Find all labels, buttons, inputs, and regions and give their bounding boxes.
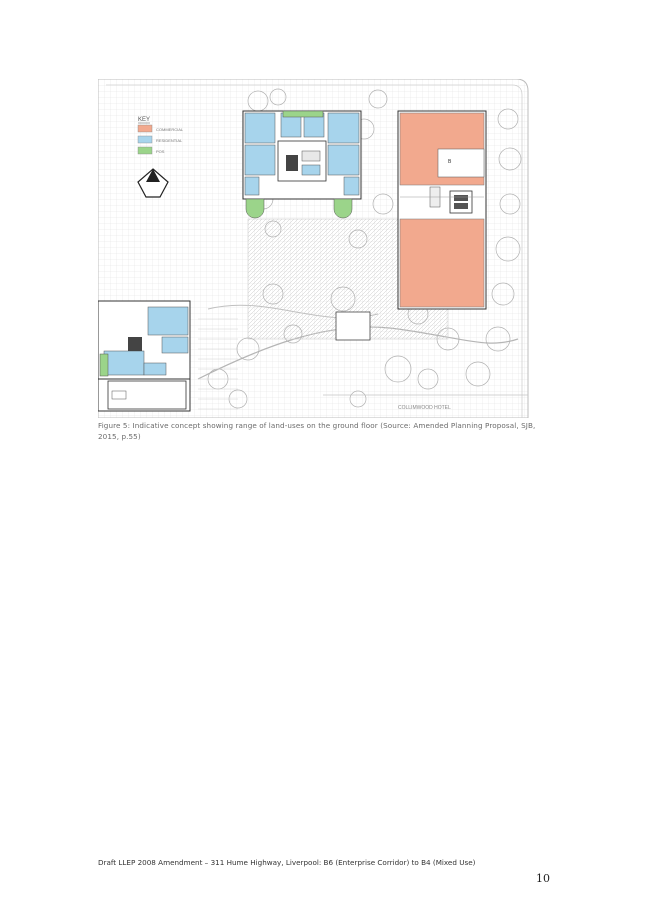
commercial-block-east: B bbox=[397, 110, 487, 310]
legend-label-pos: POS bbox=[156, 149, 165, 154]
north-arrow-icon bbox=[137, 168, 169, 198]
page-footer: Draft LLEP 2008 Amendment – 311 Hume Hig… bbox=[98, 858, 476, 867]
legend: KEY COMMERCIAL RESIDENTIAL POS bbox=[137, 117, 184, 155]
residential-block-north bbox=[242, 110, 362, 219]
road-edge bbox=[106, 84, 523, 418]
legend-label-commercial: COMMERCIAL bbox=[156, 127, 184, 132]
legend-label-residential: RESIDENTIAL bbox=[156, 138, 183, 143]
site-plan-figure: KEY COMMERCIAL RESIDENTIAL POS bbox=[97, 78, 531, 419]
legend-swatch-pos bbox=[137, 146, 153, 155]
legend-title: KEY bbox=[138, 117, 150, 123]
figure-caption: Figure 5: Indicative concept showing ran… bbox=[98, 421, 536, 441]
unit-label: B bbox=[448, 159, 452, 165]
pavilion bbox=[335, 311, 371, 341]
street-label: COLLIMWOOD HOTEL bbox=[398, 405, 451, 411]
legend-swatch-residential bbox=[137, 135, 153, 144]
legend-swatch-commercial bbox=[137, 124, 153, 133]
site-plan-drawing: KEY COMMERCIAL RESIDENTIAL POS bbox=[97, 78, 529, 419]
parking-lines bbox=[198, 318, 238, 410]
page-number: 10 bbox=[536, 872, 550, 885]
residential-block-southwest bbox=[97, 300, 191, 412]
